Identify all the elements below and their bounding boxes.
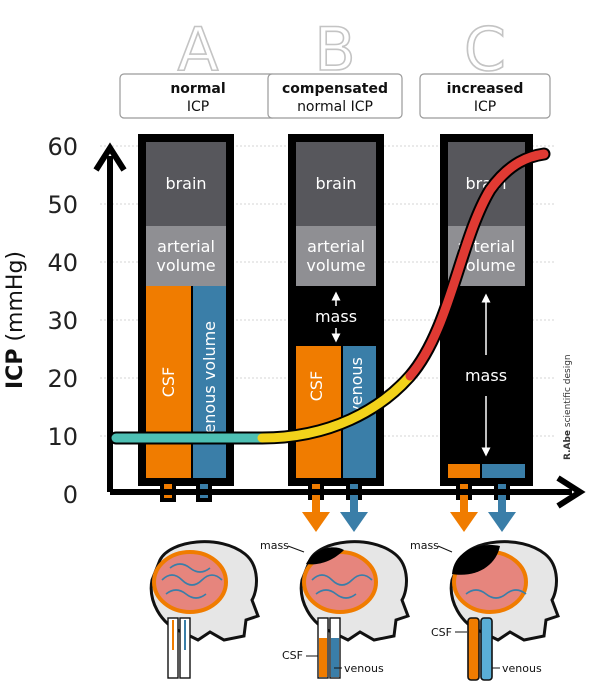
label-arterial-b-1: arterial [307,237,365,256]
head-b-venous-label: venous [344,662,384,675]
label-csf-a: CSF [159,367,178,398]
title-box-c: increased ICP [419,73,551,119]
label-brain-a: brain [165,174,206,193]
outflow-arrow-venous-c [488,512,516,532]
venous-segment-a [193,286,226,478]
head-illustration-b [299,540,410,679]
credit-text: R.Abe scientific design [563,354,573,460]
label-csf-b: CSF [307,371,326,402]
label-mass-c: mass [465,366,507,385]
head-c-venous-label: venous [502,662,542,675]
brain-segment-b [296,142,376,226]
label-venous-a: venous volume [200,321,219,443]
head-b-csf-label: CSF [282,649,303,662]
arterial-segment-a [146,226,226,286]
label-mass-b: mass [315,307,357,326]
head-c-csf-label: CSF [431,626,452,639]
y-tick-60: 60 [47,133,78,161]
y-tick-30: 30 [47,307,78,335]
y-tick-50: 50 [47,191,78,219]
y-tick-40: 40 [47,249,78,277]
venous-segment-c [482,464,525,478]
column-a: brain arterial volume CSF venous volume [138,134,234,502]
curve-segment-increased [405,149,549,381]
label-arterial-a-1: arterial [157,237,215,256]
x-axis-arrowhead [556,475,586,509]
outflow-arrow-csf-b [302,512,330,532]
outflow-arrow-venous-b [340,512,368,532]
y-tick-labels: 60 50 40 30 20 10 0 [47,133,78,509]
label-arterial-a-2: volume [156,256,215,275]
y-axis-label: ICP (mmHg) [3,251,28,389]
label-brain-b: brain [315,174,356,193]
label-arterial-b-2: volume [306,256,365,275]
title-box-b: compensated normal ICP [267,73,403,119]
title-c-bold: increased [447,81,524,97]
label-venous-b: venous [347,357,366,415]
outflow-arrow-csf-c [450,512,478,532]
head-illustration-c [449,540,560,681]
y-axis-arrowhead [93,142,127,172]
csf-segment-c [448,464,480,478]
title-b-rest: normal ICP [297,99,373,115]
brain-segment-a [146,142,226,226]
csf-segment-a [146,286,191,478]
mass-blob-c [452,545,500,575]
y-tick-0: 0 [63,481,78,509]
curve-segment-compensated [257,371,415,443]
label-arterial-c-2: volume [456,256,515,275]
y-tick-10: 10 [47,423,78,451]
title-b-bold: compensated [282,81,388,97]
head-c-mass-label: mass [410,539,439,552]
y-tick-20: 20 [47,365,78,393]
title-a-rest: ICP [187,99,209,115]
head-b-mass-label: mass [260,539,289,552]
arterial-segment-b [296,226,376,286]
mass-blob-b [306,547,344,565]
title-a-bold: normal [170,81,225,97]
csf-segment-b [296,346,341,478]
title-box-a: normal ICP [119,73,277,119]
head-illustration-a [149,540,260,679]
column-b: brain arterial volume mass CSF venous [288,134,384,532]
title-c-rest: ICP [474,99,496,115]
